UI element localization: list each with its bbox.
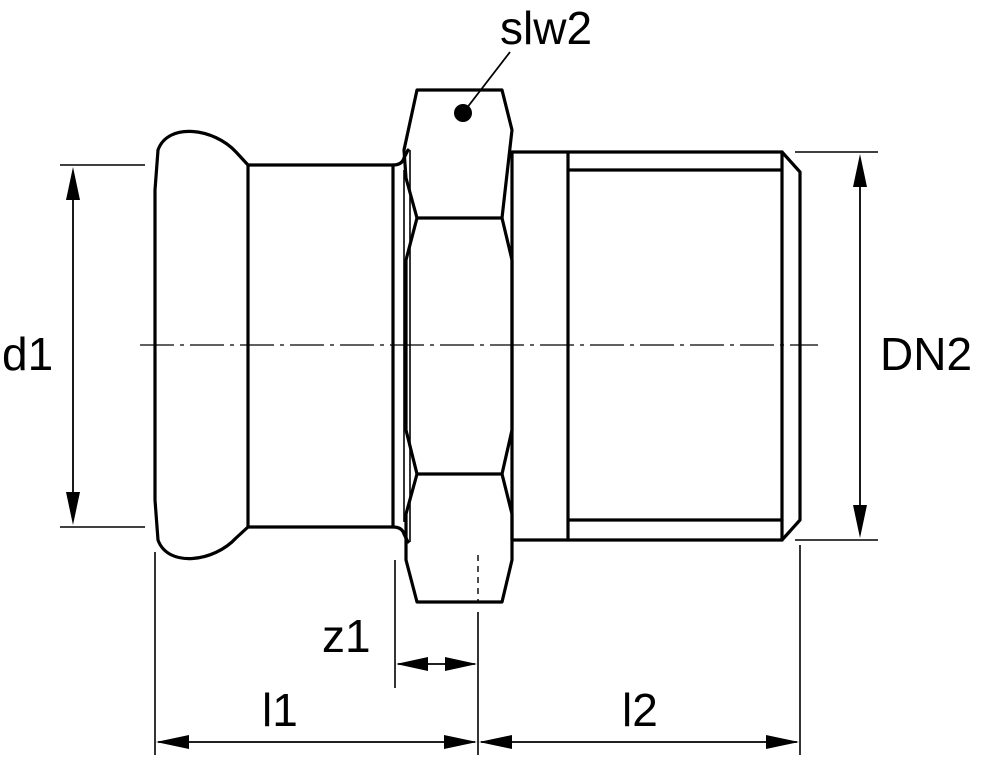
l2-arrow-right bbox=[766, 735, 799, 749]
hex-nut-middle bbox=[404, 216, 514, 476]
l2-label: l2 bbox=[622, 684, 658, 736]
press-bead bbox=[153, 129, 250, 561]
d1-arrow-bottom bbox=[66, 492, 80, 525]
l1-label: l1 bbox=[262, 684, 298, 736]
l2-arrow-left bbox=[479, 735, 512, 749]
l1-arrow-right bbox=[444, 735, 477, 749]
hex-nut-lower bbox=[404, 472, 514, 604]
z1-arrow-left bbox=[396, 657, 428, 671]
slw2-label: slw2 bbox=[500, 2, 592, 54]
d1-arrow-top bbox=[66, 167, 80, 200]
thread-body bbox=[566, 150, 802, 542]
sleeve-body bbox=[246, 148, 410, 544]
dn2-arrow-top bbox=[853, 154, 867, 187]
hex-nut bbox=[402, 88, 514, 220]
z1-label: z1 bbox=[322, 610, 371, 662]
thread-collar bbox=[510, 150, 570, 542]
dn2-label: DN2 bbox=[880, 328, 972, 380]
l1-arrow-left bbox=[156, 735, 189, 749]
dn2-arrow-bottom bbox=[853, 505, 867, 538]
z1-arrow-right bbox=[445, 657, 477, 671]
slw2-dot bbox=[454, 104, 472, 122]
d1-label: d1 bbox=[2, 328, 53, 380]
slw2-leader bbox=[462, 51, 511, 114]
